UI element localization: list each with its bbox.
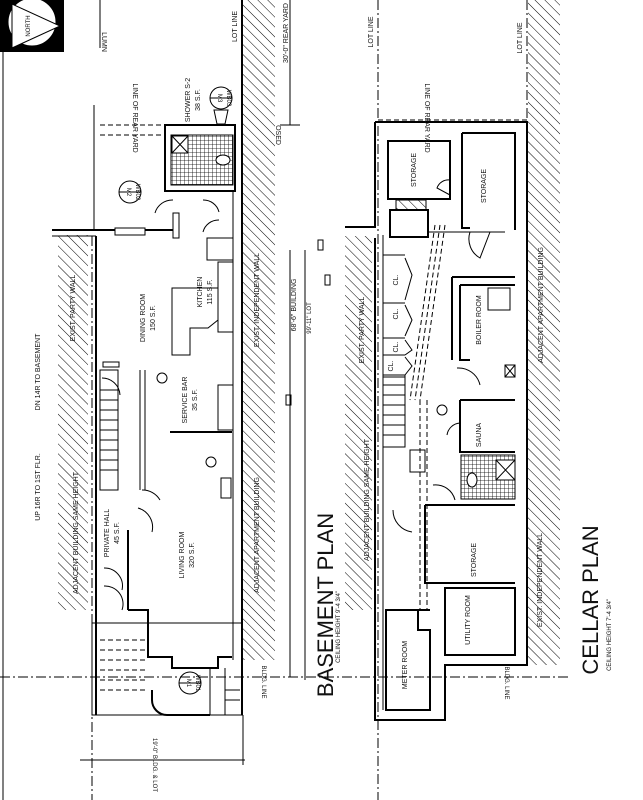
private-hall-label: PRIVATE HALL	[104, 509, 111, 557]
closet-label: CL.	[393, 309, 400, 320]
cellar-left-hatch	[345, 236, 372, 610]
svg-text:M2: M2	[125, 188, 131, 197]
cellar-party-wall-label: EXIST. PARTY WALL	[359, 297, 366, 364]
cellar-ceiling-height: CEILING HEIGHT 7'-4 3/4"	[607, 599, 613, 671]
cellar-adjacent-apartment-label: ADJACENT APARTMENT BUILDING	[538, 247, 545, 363]
basement-left-hatch	[58, 235, 88, 610]
living-room-area: 320 S.F.	[189, 542, 196, 568]
basement-walls	[52, 0, 243, 800]
detector-icon	[156, 372, 168, 384]
bldg-line-label: BLDG. LINE	[260, 665, 266, 698]
adjacent-same-height-label: ADJACENT BUILDING SAME HEIGHT	[73, 471, 80, 594]
building-dimension: 68'-6" BUILDING	[291, 279, 298, 332]
lot-dimension: 99'-11" LOT	[307, 302, 313, 334]
boiler-room-label: BOILER ROOM	[476, 295, 483, 345]
private-hall-area: 45 S.F.	[114, 522, 121, 544]
kitchen-label: KITCHEN	[197, 277, 204, 308]
cellar-labels: LINE OF REAR YARD LOT LINE LOT LINE STOR…	[359, 16, 613, 699]
party-wall-label: EXIST. PARTY WALL	[70, 275, 77, 342]
proposed-note: OSED	[274, 125, 281, 145]
closet-label: CL.	[393, 342, 400, 353]
storage-3-label: STORAGE	[471, 543, 478, 577]
basement-ceiling-height: CEILING HEIGHT 9'-4 3/4"	[336, 591, 342, 663]
cellar-rear-yard-label: LINE OF REAR YARD	[423, 83, 430, 152]
cellar-walls	[345, 0, 528, 800]
cellar-right-hatch	[528, 0, 560, 665]
line-of-rear-yard-label: LINE OF REAR YARD	[131, 83, 138, 152]
north-label: NORTH	[26, 15, 32, 36]
dining-room-area: 150 S.F.	[150, 305, 157, 331]
basement-labels: DN 14R TO BASEMENT UP 16R TO 1ST FLR. EX…	[35, 3, 342, 792]
stair-down-note: DN 14R TO BASEMENT	[35, 333, 42, 410]
basement-plan-title: BASEMENT PLAN	[313, 513, 338, 697]
cellar-independent-wall-label: EXIST. INDEPENDENT WALL	[537, 533, 544, 627]
cellar-adjacent-same-height-label: ADJACENT BUILDING SAME HEIGHT	[364, 438, 371, 561]
dining-room-label: DINING ROOM	[140, 294, 147, 342]
utility-room-label: UTILITY ROOM	[465, 595, 472, 645]
lot-line-label-backing	[228, 4, 239, 44]
north-arrow-icon: NORTH	[0, 0, 64, 52]
lot-line-label: LOT LINE	[232, 11, 239, 42]
stair-up-note: UP 16R TO 1ST FLR.	[35, 453, 42, 521]
svg-text:WB01: WB01	[194, 675, 200, 692]
sauna-label: SAUNA	[476, 423, 483, 447]
width-dimension: 19'-0" BLDG. & LOT	[151, 738, 157, 792]
dimension-lines	[0, 0, 570, 765]
living-room-label: LIVING ROOM	[179, 532, 186, 579]
storage-2-label: STORAGE	[481, 169, 488, 203]
storage-1-label: STORAGE	[411, 153, 418, 187]
shower-label: SHOWER S-2	[185, 78, 192, 122]
tag-m2: M2 WB02	[118, 180, 142, 204]
basement-right-hatch	[243, 0, 275, 660]
svg-text:WB03: WB03	[225, 90, 231, 107]
detector-icon	[436, 404, 448, 416]
independent-wall-label: EXIST. INDEPENDENT WALL	[254, 253, 261, 347]
adjacent-apartment-label: ADJACENT APARTMENT BUILDING	[254, 477, 261, 593]
tag-m1: M1 WB01	[178, 671, 202, 695]
service-bar-area: 35 S.F.	[192, 389, 199, 411]
closet-label: CL.	[388, 361, 395, 372]
svg-text:M3: M3	[216, 94, 222, 103]
shower-area: 38 S.F.	[195, 89, 202, 111]
cellar-bldg-line-label: BLDG. LINE	[503, 666, 509, 699]
closet-label: CL.	[393, 275, 400, 286]
detector-icon	[205, 456, 217, 468]
meter-room-label: METER ROOM	[402, 641, 409, 689]
cellar-plan-title: CELLAR PLAN	[578, 525, 603, 674]
column-note: LUMN	[100, 32, 107, 52]
kitchen-area: 115 S.F.	[207, 279, 214, 304]
hatch-areas	[58, 0, 560, 665]
svg-text:M1: M1	[185, 679, 191, 688]
tag-m3: M3 WB03	[209, 86, 233, 125]
cellar-lot-line-right: LOT LINE	[517, 22, 524, 53]
cellar-lot-line-left: LOT LINE	[368, 16, 375, 47]
svg-text:WB02: WB02	[134, 184, 140, 201]
rear-yard-dimension: 30'-0" REAR YARD	[283, 3, 290, 63]
service-bar-label: SERVICE BAR	[182, 377, 189, 424]
